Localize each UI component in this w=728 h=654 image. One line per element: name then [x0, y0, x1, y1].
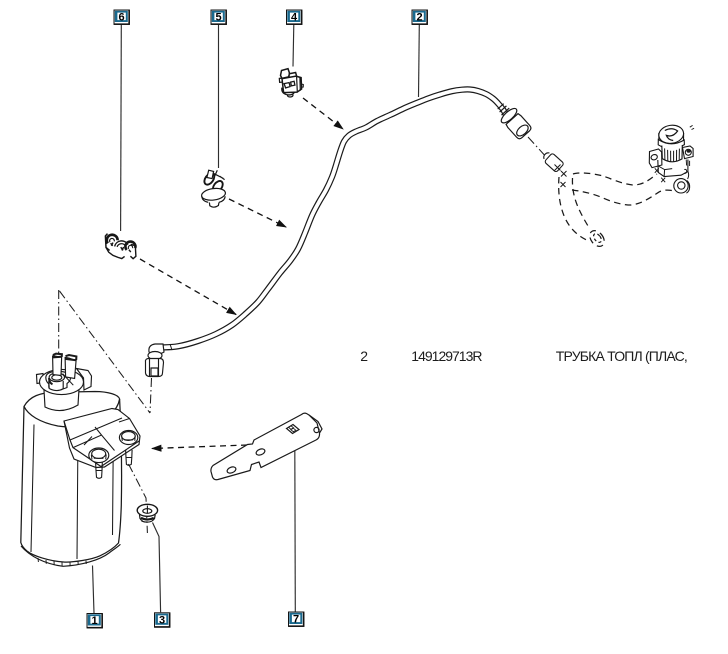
- svg-text:6: 6: [119, 12, 125, 24]
- svg-text:2: 2: [417, 12, 423, 24]
- svg-text:7: 7: [293, 614, 299, 626]
- svg-text:2: 2: [360, 348, 368, 364]
- svg-text:5: 5: [216, 12, 222, 24]
- svg-text:3: 3: [159, 614, 165, 626]
- svg-text:149129713R: 149129713R: [411, 348, 482, 364]
- svg-text:4: 4: [291, 12, 298, 24]
- svg-text:1: 1: [92, 615, 98, 627]
- svg-text:ТРУБКА ТОПЛ (ПЛАС,: ТРУБКА ТОПЛ (ПЛАС,: [556, 348, 687, 364]
